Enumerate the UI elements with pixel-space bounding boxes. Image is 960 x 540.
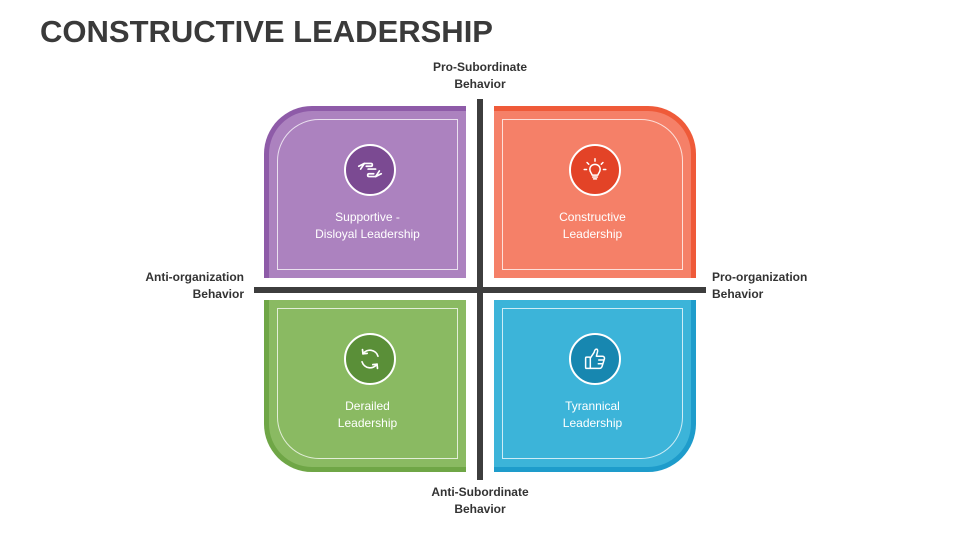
axis-label-left: Anti-organization Behavior xyxy=(145,270,244,301)
quadrant-label: Constructive Leadership xyxy=(559,210,626,241)
quadrant-inner-frame xyxy=(277,119,458,270)
quadrant-label: Supportive - Disloyal Leadership xyxy=(315,210,420,241)
quadrant-derailed: Derailed Leadership xyxy=(264,300,466,472)
refresh-icon xyxy=(344,333,396,385)
lightbulb-icon xyxy=(569,144,621,196)
quadrant-supportive-disloyal: Supportive - Disloyal Leadership xyxy=(264,106,466,278)
axis-label-right: Pro-organization Behavior xyxy=(712,270,808,301)
page-title: CONSTRUCTIVE LEADERSHIP xyxy=(40,14,493,49)
quadrant-label: Derailed Leadership xyxy=(337,399,398,430)
quadrant-inner-frame xyxy=(502,119,683,270)
thumbs-up-icon xyxy=(569,333,621,385)
horizontal-axis xyxy=(254,287,706,293)
handshake-icon xyxy=(344,144,396,196)
axis-label-bottom: Anti-Subordinate Behavior xyxy=(431,485,529,516)
quadrant-inner-frame xyxy=(277,308,458,459)
quadrant-constructive: Constructive Leadership xyxy=(494,106,696,278)
quadrant-inner-frame xyxy=(502,308,683,459)
quadrant-label: Tyrannical Leadership xyxy=(562,399,623,430)
quadrant-tyrannical: Tyrannical Leadership xyxy=(494,300,696,472)
axis-label-top: Pro-Subordinate Behavior xyxy=(432,60,527,91)
